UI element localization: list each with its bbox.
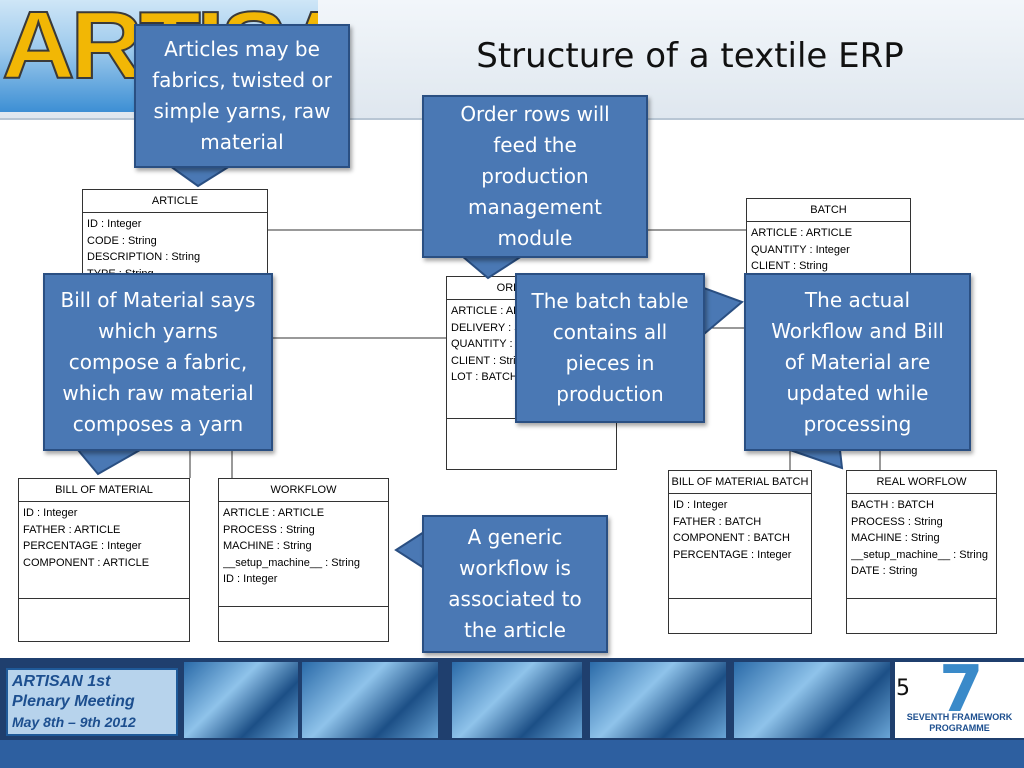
callout-line: which yarns xyxy=(98,318,218,343)
order-callout-tail xyxy=(459,255,526,280)
factory-photo xyxy=(734,662,890,738)
callout-line: material xyxy=(200,130,284,154)
callout-line: A generic xyxy=(467,525,563,549)
callout-line: The actual xyxy=(804,287,911,312)
attribute-row: PROCESS : String xyxy=(851,515,943,528)
workflow-table-attributes: ARTICLE : ARTICLE PROCESS : String MACHI… xyxy=(219,502,388,607)
factory-photo xyxy=(590,662,726,738)
bottom-bar xyxy=(0,740,1024,768)
attribute-row: ARTICLE : ARTICLE xyxy=(223,507,325,519)
article-table: ARTICLE ID : Integer CODE : String DESCR… xyxy=(82,189,268,285)
order-rows-callout: Order rows will feed the production mana… xyxy=(422,95,648,258)
workflow-table-name: WORKFLOW xyxy=(219,479,388,502)
attribute-row: DATE : String xyxy=(851,565,918,577)
callout-line: Order rows will xyxy=(460,102,610,126)
bom-batch-table: BILL OF MATERIAL BATCH ID : Integer FATH… xyxy=(668,470,812,634)
bom-callout-tail xyxy=(75,449,144,476)
meeting-badge: ARTISAN 1st Plenary Meeting May 8th – 9t… xyxy=(6,668,178,736)
callout-line: Workflow and Bill xyxy=(771,318,944,343)
batch-table: BATCH ARTICLE : ARTICLE QUANTITY : Integ… xyxy=(746,198,911,278)
callout-line: workflow is xyxy=(459,556,571,580)
factory-photo xyxy=(184,662,298,738)
callout-line: management xyxy=(468,195,602,219)
attribute-row: __setup_machine__ : String xyxy=(851,548,988,561)
callout-line: The batch table xyxy=(531,289,689,313)
bill-of-material-table-name: BILL OF MATERIAL xyxy=(19,479,189,502)
callout-line: which raw material xyxy=(62,380,254,405)
generic-callout-tail xyxy=(394,530,425,570)
callout-line: associated to xyxy=(448,587,582,611)
attribute-row: BACTH : BATCH xyxy=(851,499,934,511)
attribute-row: ID : Integer xyxy=(223,573,278,585)
callout-line: production xyxy=(481,164,589,188)
bom-callout: Bill of Material says which yarns compos… xyxy=(43,273,273,451)
meeting-line-2: Plenary Meeting xyxy=(12,693,135,710)
batch-table-attributes: ARTICLE : ARTICLE QUANTITY : Integer CLI… xyxy=(747,222,910,278)
meeting-date: May 8th – 9th 2012 xyxy=(12,714,136,730)
callout-line: compose a fabric, xyxy=(68,349,248,374)
workflow-table: WORKFLOW ARTICLE : ARTICLE PROCESS : Str… xyxy=(218,478,389,642)
articles-callout: Articles may be fabrics, twisted or simp… xyxy=(134,24,350,168)
callout-line: Bill of Material says xyxy=(60,287,256,312)
attribute-row: PERCENTAGE : Integer xyxy=(23,540,142,552)
bom-batch-table-attributes: ID : Integer FATHER : BATCH COMPONENT : … xyxy=(669,494,811,599)
attribute-row: MACHINE : String xyxy=(851,532,940,544)
actual-callout-tail xyxy=(789,449,844,470)
attribute-row: FATHER : BATCH xyxy=(673,515,762,528)
attribute-row: FATHER : ARTICLE xyxy=(23,523,121,536)
seven-mark-icon: 7 xyxy=(939,653,984,727)
attribute-row: CODE : String xyxy=(87,234,157,247)
attribute-row: CLIENT : String xyxy=(751,260,828,272)
attribute-row: PROCESS : String xyxy=(223,523,315,536)
attribute-row: __setup_machine__ : String xyxy=(223,556,360,569)
attribute-row: QUANTITY : Integer xyxy=(751,243,850,256)
callout-line: feed the xyxy=(493,133,577,157)
callout-line: module xyxy=(497,226,573,250)
bill-of-material-table-attributes: ID : Integer FATHER : ARTICLE PERCENTAGE… xyxy=(19,502,189,599)
attribute-row: ID : Integer xyxy=(673,499,728,511)
real-workflow-table-name: REAL WORFLOW xyxy=(847,471,996,494)
attribute-row: MACHINE : String xyxy=(223,540,312,552)
meeting-line-1: ARTISAN 1st xyxy=(12,673,111,690)
batch-callout-tail xyxy=(703,286,744,337)
fp7-label: SEVENTH FRAMEWORK PROGRAMME xyxy=(895,712,1024,734)
callout-line: pieces in xyxy=(565,351,655,375)
fp7-logo: 7 SEVENTH FRAMEWORK PROGRAMME xyxy=(895,658,1024,738)
fp7-line-2: PROGRAMME xyxy=(929,723,990,733)
callout-line: processing xyxy=(803,411,912,436)
generic-workflow-callout: A generic workflow is associated to the … xyxy=(422,515,608,653)
articles-callout-tail xyxy=(166,165,234,188)
factory-photo xyxy=(302,662,438,738)
batch-table-callout: The batch table contains all pieces in p… xyxy=(515,273,705,423)
attribute-row: ID : Integer xyxy=(23,507,78,519)
real-workflow-table: REAL WORFLOW BACTH : BATCH PROCESS : Str… xyxy=(846,470,997,634)
batch-table-name: BATCH xyxy=(747,199,910,222)
callout-line: fabrics, twisted or xyxy=(152,68,332,92)
attribute-row: CLIENT : String xyxy=(451,354,528,367)
callout-line: Articles may be xyxy=(164,37,320,61)
attribute-row: PERCENTAGE : Integer xyxy=(673,548,792,561)
bill-of-material-table: BILL OF MATERIAL ID : Integer FATHER : A… xyxy=(18,478,190,642)
actual-workflow-callout: The actual Workflow and Bill of Material… xyxy=(744,273,971,451)
slide-title: Structure of a textile ERP xyxy=(476,36,904,76)
attribute-row: ID : Integer xyxy=(87,218,142,230)
attribute-row: LOT : BATCH xyxy=(451,371,518,383)
attribute-row: ARTICLE : ARTICLE xyxy=(751,227,853,239)
bom-batch-table-name: BILL OF MATERIAL BATCH xyxy=(669,471,811,494)
real-workflow-table-attributes: BACTH : BATCH PROCESS : String MACHINE :… xyxy=(847,494,996,599)
callout-line: composes a yarn xyxy=(72,411,244,436)
callout-line: updated while xyxy=(786,380,929,405)
attribute-row: DESCRIPTION : String xyxy=(87,251,201,263)
callout-line: simple yarns, raw xyxy=(153,99,331,123)
attribute-row: COMPONENT : BATCH xyxy=(673,532,790,544)
factory-photo xyxy=(452,662,582,738)
callout-line: production xyxy=(556,382,664,406)
page-number: 5 xyxy=(896,676,910,701)
callout-line: the article xyxy=(464,618,566,642)
article-table-name: ARTICLE xyxy=(83,190,267,213)
fp7-line-1: SEVENTH FRAMEWORK xyxy=(906,712,1013,722)
callout-line: of Material are xyxy=(784,349,931,374)
callout-line: contains all xyxy=(552,320,668,344)
attribute-row: COMPONENT : ARTICLE xyxy=(23,556,150,569)
